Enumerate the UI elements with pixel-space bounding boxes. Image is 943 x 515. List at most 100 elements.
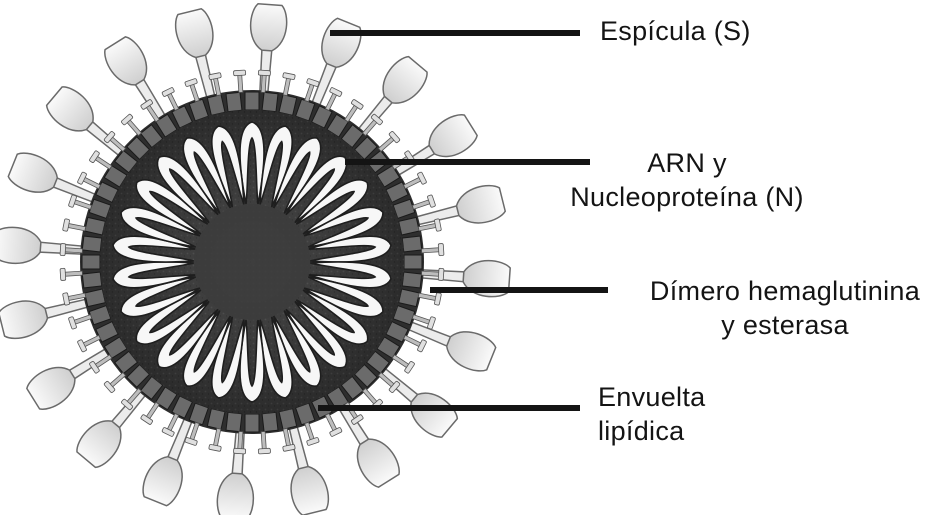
dimer-stalk <box>261 432 266 450</box>
dimer-cap <box>185 78 198 87</box>
dimer-cap <box>283 444 296 451</box>
spike-protein <box>0 286 91 342</box>
dimer-stalk <box>67 223 85 230</box>
spike-head <box>249 3 288 51</box>
dimer-cap <box>306 78 319 87</box>
dimer-cap <box>209 444 222 451</box>
dimer-stalk <box>325 414 337 432</box>
dimer-cap <box>434 219 441 232</box>
dimer-stalk <box>190 83 200 101</box>
dimer-stalk <box>83 335 101 347</box>
dimer-stalk <box>238 74 243 92</box>
envelope-label: Envuelta lipídica <box>598 380 705 448</box>
membrane-block <box>245 92 259 110</box>
dimer-stalk <box>238 432 243 450</box>
spike-head <box>216 472 255 515</box>
dimer-cap <box>233 70 245 76</box>
spike-protein <box>413 182 507 238</box>
spike-head <box>315 16 366 72</box>
spike-head <box>453 182 506 228</box>
membrane-unit <box>82 255 100 269</box>
dimer-stalk <box>422 271 440 276</box>
spike-protein <box>276 423 332 515</box>
dimer-cap <box>306 437 319 446</box>
membrane-unit <box>82 236 101 252</box>
spike-head <box>139 452 190 508</box>
membrane-block <box>226 92 242 111</box>
dimer-stalk <box>167 414 179 432</box>
dimer-stalk <box>95 156 112 169</box>
membrane-block <box>262 412 278 431</box>
dimer-cap <box>209 73 222 80</box>
dimer-stalk <box>404 177 422 189</box>
dimer-stalk <box>325 93 337 111</box>
spike-protein <box>172 7 228 101</box>
spike-head <box>286 463 332 515</box>
membrane-block <box>226 412 242 431</box>
dimer-cap <box>283 73 296 80</box>
dimer-cap <box>438 268 444 280</box>
dimer-stalk <box>345 105 358 122</box>
dimer-stalk <box>73 315 91 325</box>
dimer-stalk <box>404 335 422 347</box>
membrane-unit <box>226 412 242 431</box>
membrane-unit <box>402 272 421 288</box>
dimer-stalk <box>418 293 436 300</box>
dimer-cap <box>63 219 70 232</box>
dimer-stalk <box>64 248 82 253</box>
rna-label-line1: ARN y <box>556 146 818 180</box>
membrane-unit <box>82 272 101 288</box>
membrane-block <box>82 272 101 288</box>
membrane-block <box>82 236 101 252</box>
membrane-block <box>262 92 278 111</box>
dimer-cap <box>438 243 444 255</box>
spike-protein <box>246 3 288 93</box>
envelope-label-line2: lipídica <box>598 414 705 448</box>
dimer-cap <box>60 243 66 255</box>
dimer-stalk <box>412 200 430 210</box>
membrane-unit <box>262 412 278 431</box>
spike-head <box>0 226 42 265</box>
dimer-cap <box>185 437 198 446</box>
dimer-peg <box>60 267 83 280</box>
membrane-unit <box>404 255 422 269</box>
spike-head <box>172 7 218 60</box>
dimer-cap <box>68 195 77 208</box>
dimer-cap <box>258 448 270 454</box>
spike-label: Espícula (S) <box>600 14 751 48</box>
dimer-stalk <box>146 402 159 419</box>
spike-protein <box>0 226 84 268</box>
dimer-cap <box>258 70 270 76</box>
dimer-cap <box>60 268 66 280</box>
dimer-peg <box>233 70 246 93</box>
dimer-stalk <box>305 422 315 440</box>
dimer-label-line2: y esterasa <box>627 308 943 342</box>
dimer-stalk <box>392 355 409 368</box>
dimer-label: Dímero hemaglutinina y esterasa <box>627 274 943 342</box>
envelope-label-line1: Envuelta <box>598 380 705 414</box>
spike-head <box>6 149 62 200</box>
spike-head <box>0 296 51 342</box>
dimer-stalk <box>283 77 290 95</box>
inner-core <box>194 204 310 320</box>
dimer-stalk <box>83 177 101 189</box>
membrane-block <box>402 236 421 252</box>
membrane-unit <box>226 92 242 111</box>
membrane-unit <box>262 92 278 111</box>
dimer-peg <box>421 243 444 256</box>
dimer-label-line1: Dímero hemaglutinina <box>627 274 943 308</box>
rna-label: ARN y Nucleoproteína (N) <box>556 146 818 214</box>
membrane-block <box>82 255 100 269</box>
membrane-block <box>404 255 422 269</box>
spike-label-text: Espícula (S) <box>600 14 751 48</box>
dimer-stalk <box>167 93 179 111</box>
spike-head <box>442 325 498 376</box>
dimer-stalk <box>213 428 220 446</box>
dimer-cap <box>434 293 441 306</box>
rna-label-line2: Nucleoproteína (N) <box>556 180 818 214</box>
membrane-unit <box>245 92 259 110</box>
membrane-unit <box>245 414 259 432</box>
membrane-block <box>245 414 259 432</box>
